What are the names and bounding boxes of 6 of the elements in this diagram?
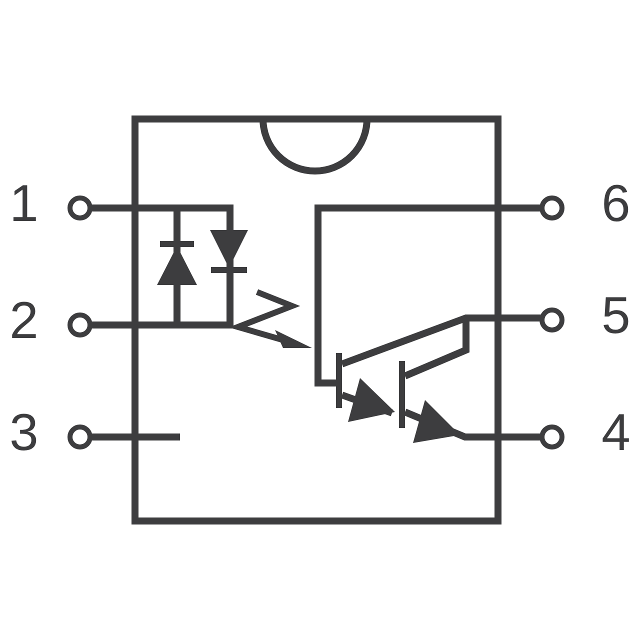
pin-number: 6 bbox=[600, 178, 632, 230]
pin-number: 4 bbox=[600, 407, 632, 459]
pin-number: 3 bbox=[8, 407, 40, 459]
pin-number: 1 bbox=[8, 178, 40, 230]
pin-number: 5 bbox=[600, 290, 632, 342]
pin-number: 2 bbox=[8, 295, 40, 347]
